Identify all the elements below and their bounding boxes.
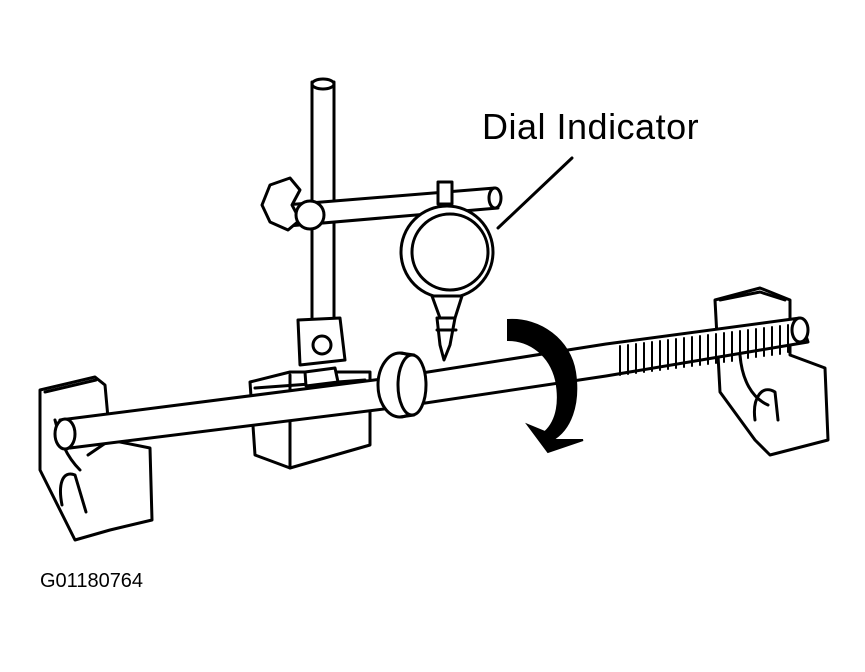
left-v-block	[38, 375, 154, 542]
dial-indicator	[399, 180, 495, 362]
shaft-collar	[376, 351, 428, 419]
rotation-arrow-icon	[507, 318, 584, 454]
right-v-block	[713, 286, 830, 457]
figure-id: G01180764	[40, 570, 144, 592]
post-clamp	[296, 316, 347, 388]
shaft	[53, 316, 810, 451]
callout-leader	[496, 156, 574, 230]
threaded-section	[619, 324, 789, 376]
dial-indicator-label: Dial Indicator	[482, 106, 700, 147]
indicator-arm	[260, 176, 503, 232]
